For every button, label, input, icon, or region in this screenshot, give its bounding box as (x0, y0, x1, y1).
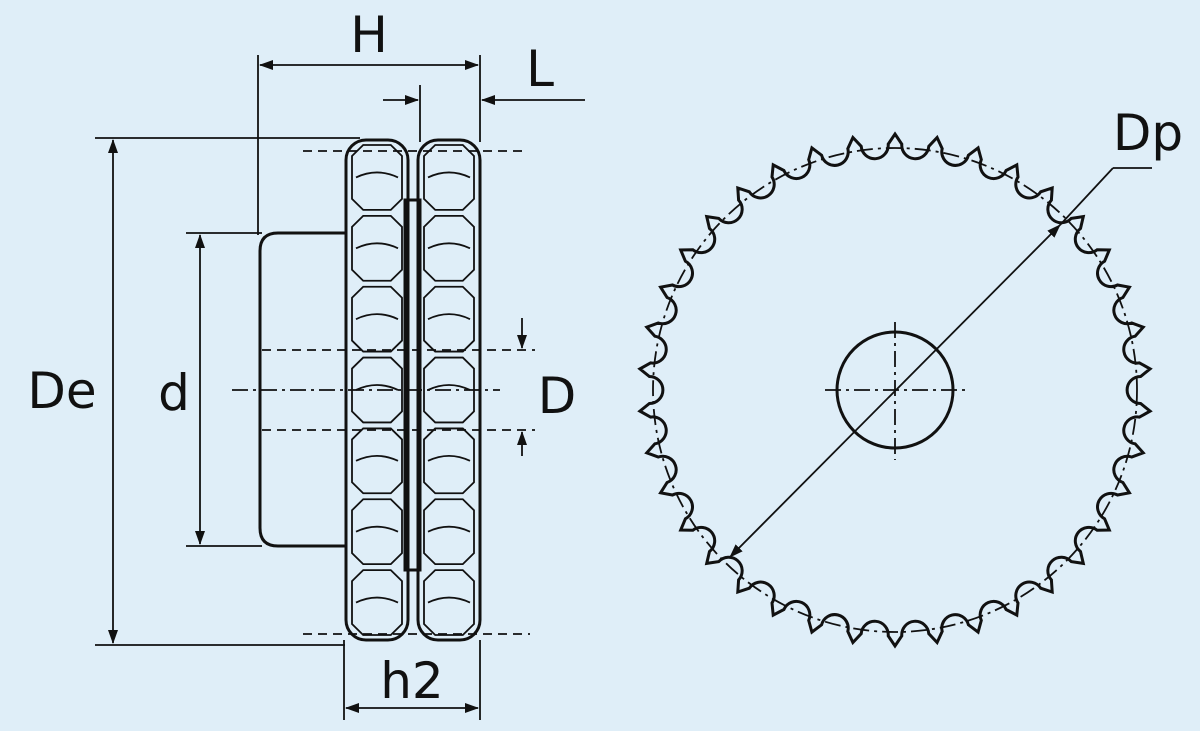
label-De: De (27, 362, 96, 420)
ring-facet (351, 285, 403, 353)
ring-facet (423, 498, 475, 566)
pitch-circle (652, 147, 1138, 633)
ring-facet (423, 356, 475, 424)
label-H: H (350, 6, 388, 64)
ring-facet (351, 427, 403, 495)
tooth-ring-1 (344, 138, 410, 642)
front-view: Dp (637, 104, 1183, 649)
ring-facet (351, 569, 403, 636)
ring-facet (423, 427, 475, 495)
ring-facet-curve (355, 454, 399, 462)
side-view: H L De d D h2 (27, 6, 585, 720)
web-plate (403, 198, 422, 572)
ring-facet (423, 214, 475, 282)
ring-facet-curve (355, 384, 399, 391)
leader-dp (1059, 167, 1114, 226)
ring-facet-curve (427, 171, 471, 179)
ring-facet-curve (355, 525, 399, 533)
label-Dp: Dp (1113, 104, 1183, 162)
ring-facet-curve (427, 525, 471, 533)
ring-facet (423, 285, 475, 353)
ring-facet-curve (427, 242, 471, 250)
ring-facet (351, 214, 403, 282)
ring-facet-curve (355, 242, 399, 250)
sprocket-tooth-profile (637, 131, 1153, 649)
ring-facet (423, 144, 475, 211)
ring-facet-curve (427, 313, 471, 320)
ring-facet (351, 356, 403, 424)
ring-facet-curve (355, 171, 399, 179)
ring-facet-curve (427, 384, 471, 391)
label-h2: h2 (380, 652, 444, 710)
ring-facet-curve (355, 596, 399, 604)
ring-facet (351, 144, 403, 211)
label-L: L (526, 40, 554, 98)
label-d: d (158, 364, 190, 422)
label-D: D (538, 367, 577, 425)
ring-facet (423, 569, 475, 636)
ring-facet-curve (355, 313, 399, 320)
ring-facet-curve (427, 454, 471, 462)
ring-facet (351, 498, 403, 566)
hub-body (258, 231, 348, 548)
dim-line-dp (729, 224, 1061, 558)
ring-facet-curve (427, 596, 471, 604)
